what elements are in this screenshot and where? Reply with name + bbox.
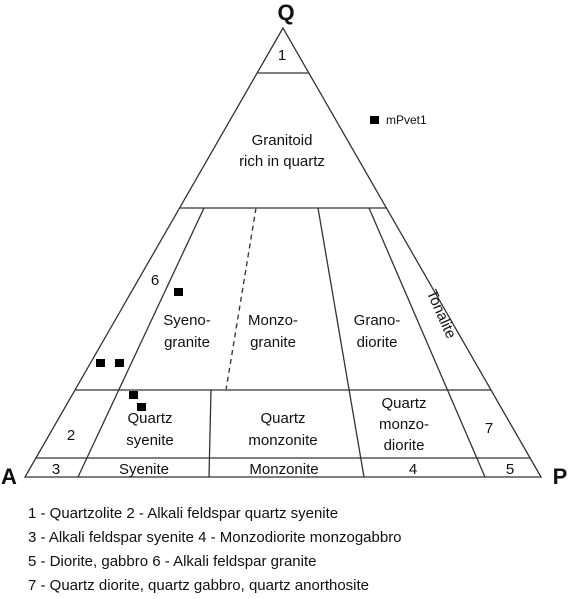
line-a90 <box>77 207 205 478</box>
sample-point <box>137 403 146 411</box>
vertex-a: A <box>1 464 17 489</box>
sample-point <box>96 359 105 367</box>
region-2-label: 2 <box>67 427 75 444</box>
vertex-p: P <box>553 464 568 489</box>
monzogranite-label-line2: granite <box>250 334 296 351</box>
syenogranite-label-line2: granite <box>164 334 210 351</box>
region-4-label: 4 <box>409 461 417 478</box>
region-5-label: 5 <box>506 461 514 478</box>
legend: 1 - Quartzolite 2 - Alkali feldspar quar… <box>28 505 402 594</box>
monzonite-label: Monzonite <box>249 461 318 478</box>
sample-point <box>129 391 138 399</box>
sample-point <box>115 359 124 367</box>
legend-line: 5 - Diorite, gabbro 6 - Alkali feldspar … <box>28 553 316 570</box>
quartz-monzodiorite-label-line2: monzo- <box>379 416 429 433</box>
vertex-q: Q <box>277 0 294 25</box>
sample-point <box>174 288 183 296</box>
line-a65-lower <box>208 389 212 478</box>
diagram-lines <box>23 26 543 478</box>
line-a35 <box>317 207 365 478</box>
quartz-monzodiorite-label-line1: Quartz <box>381 395 426 412</box>
region-7-label: 7 <box>485 420 493 437</box>
sample-points <box>96 116 379 411</box>
sample-label: mPvet1 <box>386 113 427 127</box>
quartz-monzonite-label-line2: monzonite <box>248 432 317 449</box>
triangle-outline <box>23 26 543 478</box>
granodiorite-label-line1: Grano- <box>354 312 401 329</box>
tonalite-label: Tonalite <box>423 287 460 341</box>
legend-line: 3 - Alkali feldspar syenite 4 - Monzodio… <box>28 529 402 546</box>
sample-point <box>370 116 379 124</box>
quartz-monzonite-label-line1: Quartz <box>260 410 305 427</box>
region-1-label: 1 <box>278 47 286 64</box>
granitoid-label-line2: rich in quartz <box>239 153 325 170</box>
syenogranite-label-line1: Syeno- <box>163 312 211 329</box>
legend-line: 1 - Quartzolite 2 - Alkali feldspar quar… <box>28 505 338 522</box>
line-a65-dashed-stroke <box>225 207 257 391</box>
syenite-label: Syenite <box>119 461 169 478</box>
granitoid-label-line1: Granitoid <box>252 132 313 149</box>
quartz-monzodiorite-label-line3: diorite <box>384 437 425 454</box>
region-6-label: 6 <box>151 272 159 289</box>
monzogranite-label-line1: Monzo- <box>248 312 298 329</box>
legend-line: 7 - Quartz diorite, quartz gabbro, quart… <box>28 577 369 594</box>
line-a10 <box>368 207 486 478</box>
quartz-syenite-label-line1: Quartz <box>127 410 172 427</box>
granodiorite-label-line2: diorite <box>357 334 398 351</box>
quartz-syenite-label-line2: syenite <box>126 432 174 449</box>
region-3-label: 3 <box>52 461 60 478</box>
